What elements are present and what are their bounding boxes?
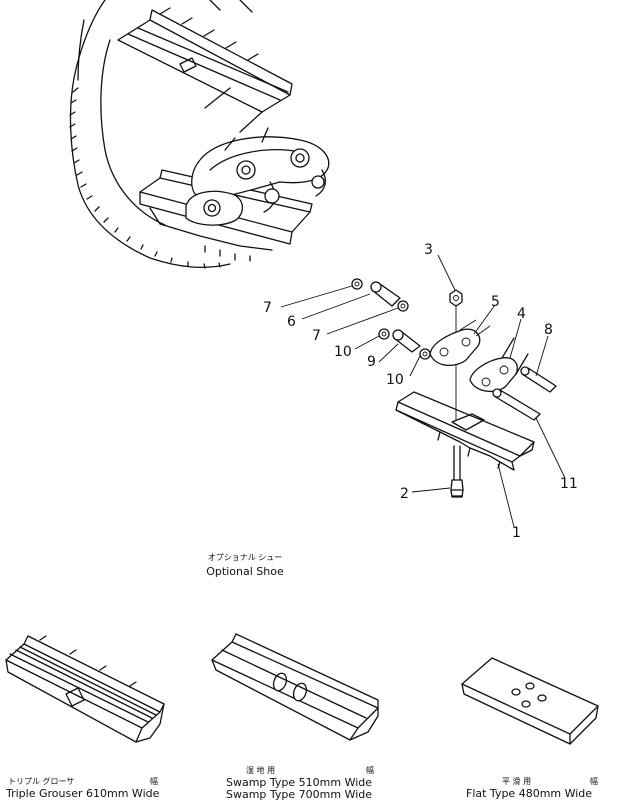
callout-9: 9 [367,354,376,370]
callout-10b: 10 [386,372,404,388]
callout-7b: 7 [312,328,321,344]
callout-3: 3 [424,242,433,258]
swamp-wide-jp: 幅 [366,765,374,775]
callout-4: 4 [517,306,526,322]
swamp-caption-700: Swamp Type 700mm Wide [226,788,372,801]
swamp-caption-jp: 湿 地 用 [246,765,275,775]
optional-shoe-caption: Optional Shoe [206,565,284,578]
exploded-shoe-parts [280,254,566,528]
flat-shoe-illustration [461,657,599,745]
callout-1: 1 [512,525,521,541]
triple-grouser-wide-jp: 幅 [150,776,158,786]
callout-7a: 7 [263,300,272,316]
triple-grouser-shoe-illustration [5,635,165,743]
callout-8: 8 [544,322,553,338]
callout-2: 2 [400,486,409,502]
triple-grouser-caption-jp: トリプル グローサ [8,776,74,786]
flat-caption-jp: 平 滑 用 [502,776,531,786]
flat-wide-jp: 幅 [590,776,598,786]
triple-grouser-caption: Triple Grouser 610mm Wide [5,787,160,800]
callout-10a: 10 [334,344,352,360]
callout-6: 6 [287,314,296,330]
callout-5: 5 [491,294,500,310]
swamp-shoe-illustration [211,633,379,741]
callout-numbers: 3 5 4 8 7 6 7 10 9 10 11 2 1 [263,242,578,541]
track-assembly-illustration [69,0,330,269]
swamp-caption-510: Swamp Type 510mm Wide [226,776,372,789]
optional-shoe-caption-jp: オプショナル シュー [208,553,283,562]
callout-11: 11 [560,476,578,492]
flat-caption: Flat Type 480mm Wide [466,787,592,800]
